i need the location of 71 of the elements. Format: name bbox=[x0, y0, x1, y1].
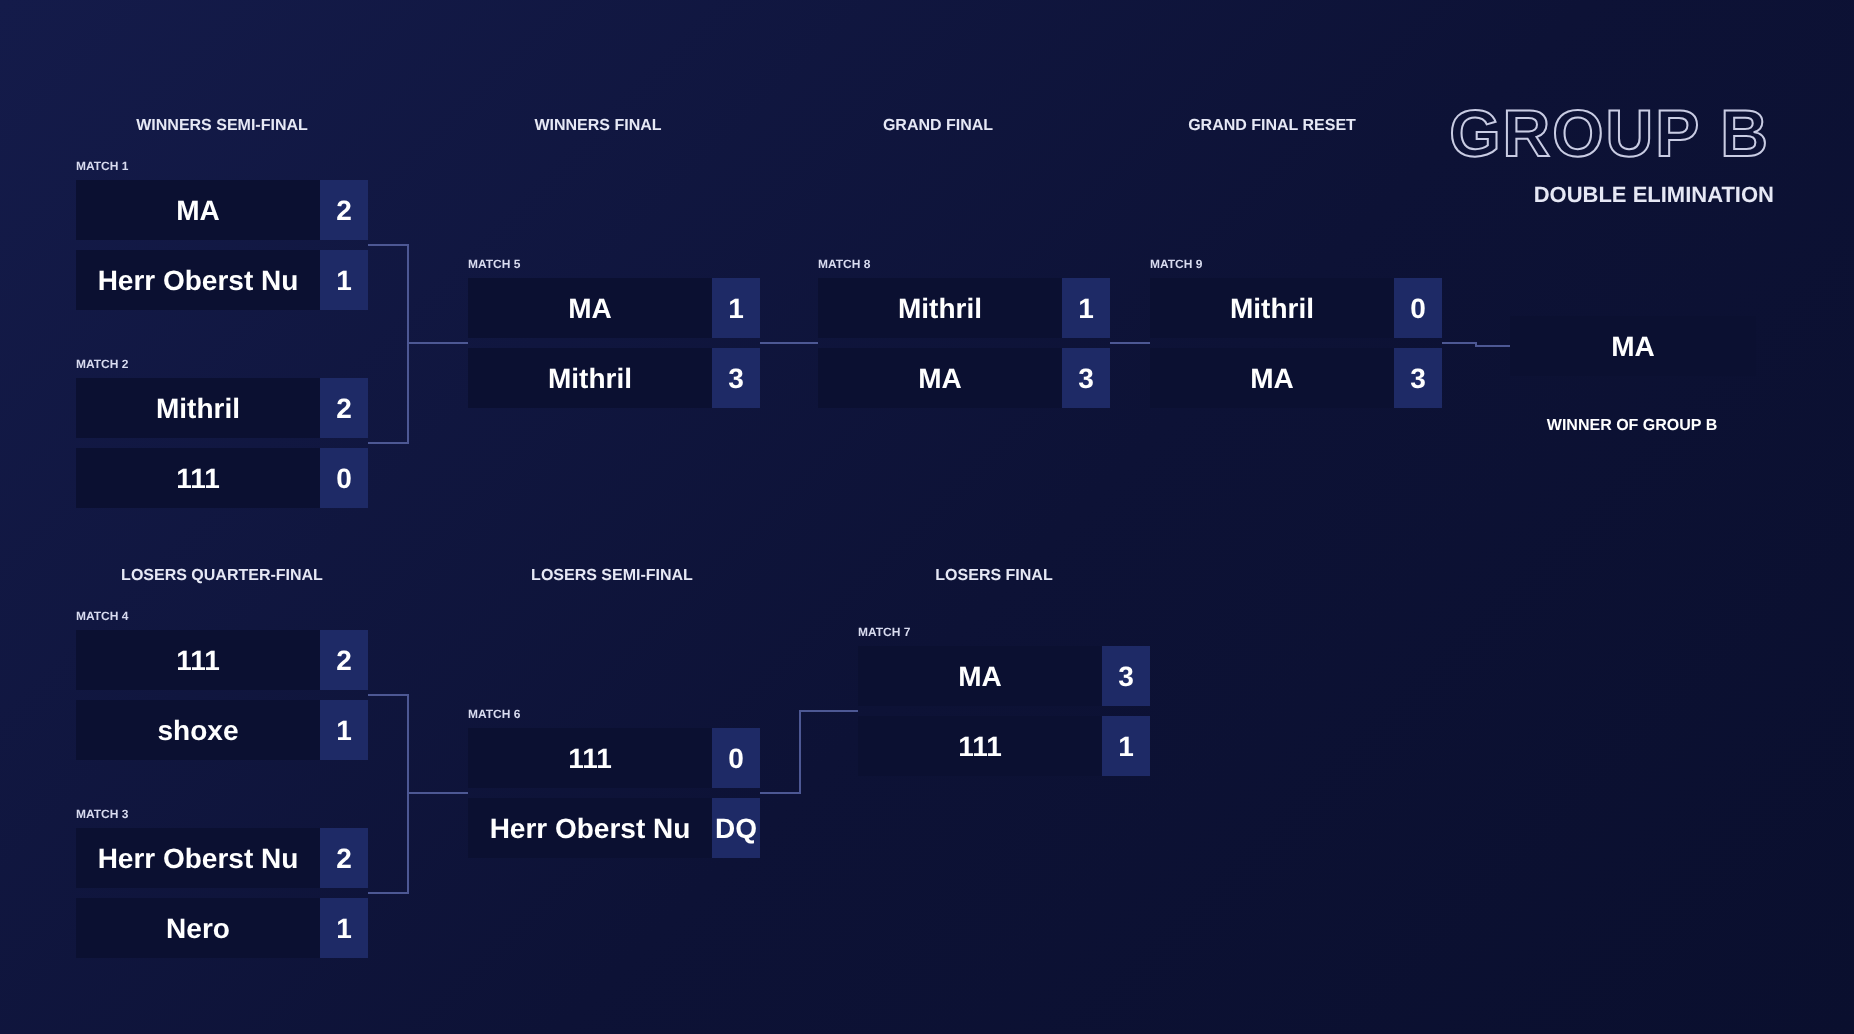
score-badge: 3 bbox=[1062, 348, 1110, 408]
player-row bbox=[858, 646, 1150, 706]
score-badge: 1 bbox=[712, 278, 760, 338]
score-badge: 3 bbox=[712, 348, 760, 408]
player-name: MA bbox=[916, 360, 964, 398]
score-badge: DQ bbox=[712, 798, 760, 858]
player-row bbox=[76, 378, 368, 438]
player-name: Herr Oberst Nu bbox=[95, 840, 301, 878]
player-row bbox=[818, 348, 1110, 408]
player-name: MA bbox=[1609, 328, 1657, 366]
winner-caption: WINNER OF GROUP B bbox=[1546, 416, 1718, 434]
player-row bbox=[76, 630, 368, 690]
player-name: shoxe bbox=[155, 712, 241, 750]
score-badge: 1 bbox=[320, 700, 368, 760]
player-name: Mithril bbox=[154, 390, 242, 428]
player-name: 111 bbox=[174, 460, 222, 498]
player-row bbox=[1150, 348, 1442, 408]
player-name: MA bbox=[566, 290, 614, 328]
subtitle: DOUBLE ELIMINATION bbox=[1533, 184, 1774, 208]
player-name: Mithril bbox=[546, 360, 634, 398]
player-row bbox=[818, 278, 1110, 338]
bracket-line bbox=[1441, 342, 1511, 347]
bracket-line bbox=[759, 342, 819, 344]
player-row bbox=[468, 348, 760, 408]
score-badge: 2 bbox=[320, 180, 368, 240]
player-row bbox=[76, 898, 368, 958]
score-badge: 0 bbox=[1394, 278, 1442, 338]
player-name: Nero bbox=[164, 910, 232, 948]
player-name: MA bbox=[174, 192, 222, 230]
score-badge: 1 bbox=[320, 898, 368, 958]
player-row bbox=[1150, 278, 1442, 338]
round-heading: LOSERS FINAL bbox=[935, 566, 1053, 584]
score-badge: 2 bbox=[320, 828, 368, 888]
bracket-line bbox=[367, 342, 469, 444]
player-name: Herr Oberst Nu bbox=[487, 810, 693, 848]
score-badge: 2 bbox=[320, 630, 368, 690]
round-heading: WINNERS FINAL bbox=[534, 116, 662, 134]
player-name: 111 bbox=[956, 728, 1004, 766]
player-name: Mithril bbox=[1228, 290, 1316, 328]
player-row bbox=[858, 716, 1150, 776]
score-badge: 0 bbox=[712, 728, 760, 788]
score-badge: 1 bbox=[1062, 278, 1110, 338]
score-badge: 2 bbox=[320, 378, 368, 438]
player-row bbox=[76, 448, 368, 508]
player-row bbox=[468, 278, 760, 338]
player-name: MA bbox=[956, 658, 1004, 696]
score-badge: 1 bbox=[320, 250, 368, 310]
player-name: Herr Oberst Nu bbox=[95, 262, 301, 300]
score-badge: 3 bbox=[1102, 646, 1150, 706]
player-name: Mithril bbox=[896, 290, 984, 328]
title: GROUP B bbox=[1449, 100, 1770, 168]
round-heading: GRAND FINAL bbox=[882, 116, 994, 134]
player-row bbox=[76, 700, 368, 760]
player-row bbox=[76, 250, 368, 310]
player-name: MA bbox=[1248, 360, 1296, 398]
score-badge: 3 bbox=[1394, 348, 1442, 408]
score-badge: 0 bbox=[320, 448, 368, 508]
player-row bbox=[76, 828, 368, 888]
bracket-line bbox=[367, 792, 469, 894]
score-badge: 1 bbox=[1102, 716, 1150, 776]
player-name: 111 bbox=[566, 740, 614, 778]
round-heading: WINNERS SEMI-FINAL bbox=[136, 116, 308, 134]
player-row bbox=[468, 728, 760, 788]
round-heading: LOSERS SEMI-FINAL bbox=[531, 566, 693, 584]
bracket-line bbox=[1109, 342, 1151, 344]
bracket-line bbox=[759, 710, 859, 794]
player-row bbox=[76, 180, 368, 240]
round-heading: GRAND FINAL RESET bbox=[1188, 116, 1356, 134]
round-heading: LOSERS QUARTER-FINAL bbox=[121, 566, 323, 584]
player-name: 111 bbox=[174, 642, 222, 680]
player-row bbox=[468, 798, 760, 858]
